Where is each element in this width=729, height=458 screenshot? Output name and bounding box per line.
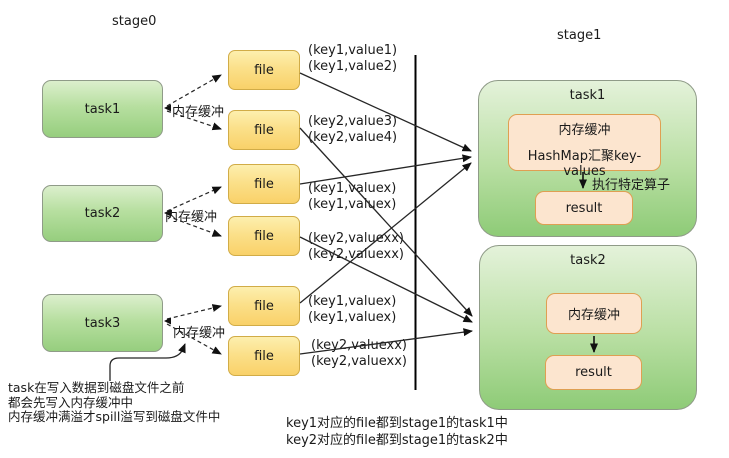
stage0-task2-box: task2 <box>42 185 163 242</box>
routing-note: key1对应的file都到stage1的task1中 key2对应的file都到… <box>286 416 508 448</box>
file-label: file <box>254 122 274 138</box>
stage0-task3-box: task3 <box>42 294 163 352</box>
file-label: file <box>254 298 274 314</box>
spill-note: task在写入数据到磁盘文件之前 都会先写入内存缓冲中 内存缓冲满溢才spill… <box>8 380 221 424</box>
file-label: file <box>254 62 274 78</box>
file5-kv-label: (key1,valuex) (key1,valuex) <box>308 294 397 325</box>
arrow-file2-to-task2 <box>299 127 473 317</box>
dashed-task3-to-file5 <box>166 304 222 320</box>
file3-kv-label: (key1,valuex) (key1,valuex) <box>308 181 397 212</box>
stage1-task2-buffer-title: 内存缓冲 <box>567 308 620 323</box>
task2-memory-buffer-label: 内存缓冲 <box>165 210 218 225</box>
operator-note-label: 执行特定算子 <box>592 178 671 193</box>
stage1-task2-result-box: result <box>545 355 642 390</box>
stage1-task1-result-box: result <box>535 191 633 225</box>
task1-memory-buffer-label: 内存缓冲 <box>172 105 225 120</box>
stage1-task1-title: task1 <box>569 88 606 103</box>
result-label: result <box>565 200 603 216</box>
stage0-task1-label: task1 <box>84 101 121 117</box>
stage1-task2-buffer-box: 内存缓冲 <box>546 293 642 334</box>
task1-buffer-back-arrowhead <box>164 104 171 112</box>
stage0-task3-label: task3 <box>84 315 121 331</box>
stage1-label: stage1 <box>557 28 602 43</box>
stage0-label: stage0 <box>112 14 157 29</box>
file-label: file <box>254 348 274 364</box>
stage0-task2-label: task2 <box>84 206 121 221</box>
file2-kv-label: (key2,value3) (key2,value4) <box>308 114 398 145</box>
stage1-task1-buffer-title: 内存缓冲 <box>558 123 611 138</box>
stage0-task1-box: task1 <box>42 80 163 138</box>
file-label: file <box>254 176 274 192</box>
file-label: file <box>254 228 274 244</box>
file-box-2: file <box>228 110 300 150</box>
file4-kv-label: (key2,valuexx) (key2,valuexx) <box>308 231 404 262</box>
stage1-task2-title: task2 <box>570 253 606 268</box>
task3-buffer-back-arrowhead <box>164 317 171 325</box>
result-label: result <box>575 365 612 380</box>
task3-memory-buffer-label: 内存缓冲 <box>173 326 226 341</box>
file1-kv-label: (key1,value1) (key1,value2) <box>308 43 398 74</box>
file-box-4: file <box>228 216 300 256</box>
file6-kv-label: (key2,valuexx) (key2,valuexx) <box>311 338 407 369</box>
stage1-task1-buffer-detail: HashMap汇聚key-values <box>527 149 642 179</box>
arrow-file3-to-task1 <box>299 154 472 185</box>
file-box-1: file <box>228 50 300 90</box>
file-box-5: file <box>228 286 300 326</box>
file-box-3: file <box>228 164 300 204</box>
file-box-6: file <box>228 336 300 376</box>
stage1-task1-buffer-box: 内存缓冲 HashMap汇聚key-values <box>508 114 661 179</box>
